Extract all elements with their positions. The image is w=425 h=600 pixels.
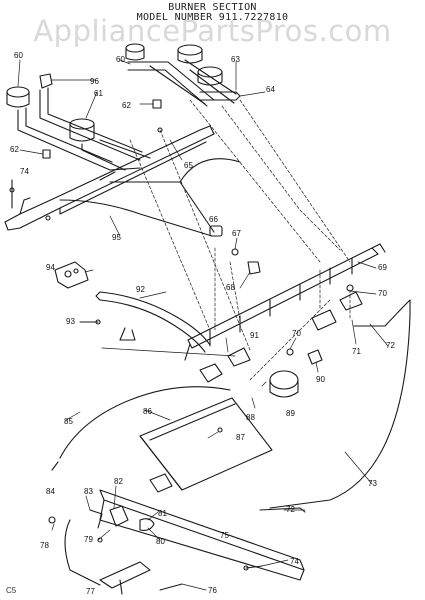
- callout-72a: 72: [386, 341, 395, 350]
- drip-pan: [139, 397, 273, 491]
- callout-64: 64: [266, 85, 275, 94]
- callout-61: 61: [94, 89, 103, 98]
- upper-burner-tubes: [127, 59, 241, 107]
- gas-supply-tube: [51, 299, 411, 509]
- model-number: MODEL NUMBER 911.7227810: [136, 12, 289, 23]
- callout-60b: 60: [14, 51, 23, 60]
- oven-burner: [99, 473, 306, 581]
- callout-82: 82: [114, 477, 123, 486]
- callout-69: 69: [378, 263, 387, 272]
- callout-70a: 70: [378, 289, 387, 298]
- callout-86: 86: [143, 407, 152, 416]
- callout-91: 91: [250, 331, 259, 340]
- leader-lines: [17, 59, 389, 591]
- callout-65: 65: [184, 161, 193, 170]
- burner-valves: [199, 284, 363, 383]
- callout-67: 67: [232, 229, 241, 238]
- watermark: AppliancePartsPros.com: [33, 14, 392, 48]
- gas-manifold: [184, 243, 386, 361]
- callout-71: 71: [352, 347, 361, 356]
- small-fittings: [9, 99, 163, 221]
- dashed-leaders: [129, 99, 351, 381]
- callout-74b: 74: [20, 167, 29, 176]
- burner-head-upper-right: [125, 43, 223, 86]
- callout-60a: 60: [116, 55, 125, 64]
- screws-74-76: [159, 565, 263, 591]
- callout-77: 77: [86, 587, 95, 596]
- manifold-bracket-92: [95, 291, 211, 353]
- left-burner-tubes: [17, 87, 151, 171]
- burner-head-left: [6, 73, 95, 142]
- callout-92: 92: [136, 285, 145, 294]
- callout-80: 80: [156, 537, 165, 546]
- callout-79: 79: [84, 535, 93, 544]
- pressure-regulator: [269, 349, 323, 398]
- callout-85: 85: [64, 417, 73, 426]
- callout-62a: 62: [122, 101, 131, 110]
- callout-88: 88: [246, 413, 255, 422]
- callout-93: 93: [66, 317, 75, 326]
- callout-90: 90: [316, 375, 325, 384]
- callout-78: 78: [40, 541, 49, 550]
- callout-81: 81: [158, 509, 167, 518]
- callout-70b: 70: [292, 329, 301, 338]
- wire-95: [59, 158, 241, 237]
- callout-96: 96: [90, 77, 99, 86]
- callout-94: 94: [46, 263, 55, 272]
- callout-63: 63: [231, 55, 240, 64]
- callout-74a: 74: [290, 557, 299, 566]
- callout-87: 87: [236, 433, 245, 442]
- callout-76: 76: [208, 586, 217, 595]
- callout-73: 73: [368, 479, 377, 488]
- callout-84: 84: [46, 487, 55, 496]
- callout-labels: 60 60 61 62 62 63 64 65 66 67 68 69 70 7…: [10, 51, 395, 596]
- ignition-module: [54, 261, 89, 289]
- screw-93: [79, 319, 101, 325]
- callout-66: 66: [209, 215, 218, 224]
- callout-72b: 72: [286, 505, 295, 514]
- burner-support-bracket: [4, 125, 215, 231]
- callout-68: 68: [226, 283, 235, 292]
- page-code: C5: [6, 586, 17, 595]
- callout-75: 75: [220, 531, 229, 540]
- callout-62b: 62: [10, 145, 19, 154]
- callout-89: 89: [286, 409, 295, 418]
- callout-83: 83: [84, 487, 93, 496]
- callout-95: 95: [112, 233, 121, 242]
- diagram-title: BURNER SECTION: [168, 2, 257, 13]
- igniter-assembly: [48, 505, 155, 595]
